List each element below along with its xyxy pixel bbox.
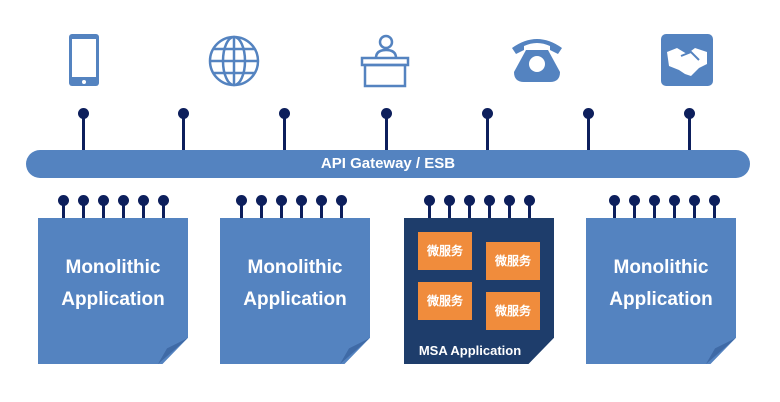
telephone-icon	[512, 39, 562, 82]
app-label: Monolithic	[613, 257, 709, 278]
connector-pin	[178, 108, 189, 150]
microservice: 微服务	[418, 282, 472, 320]
app-label: Application	[61, 289, 165, 310]
globe-icon	[208, 35, 260, 87]
handshake-icon	[661, 34, 713, 86]
microservice: 微服务	[486, 242, 540, 280]
mobile-phone-icon	[69, 34, 99, 86]
connector-pin	[583, 108, 594, 150]
connector-pin	[78, 108, 89, 150]
microservice: 微服务	[418, 232, 472, 270]
app-label: Application	[609, 289, 713, 310]
connector-pin	[684, 108, 695, 150]
msa-app: 微服务 微服务 微服务 微服务 MSA Application	[404, 218, 554, 364]
app-label: Monolithic	[65, 257, 161, 278]
app-label: Application	[243, 289, 347, 310]
microservice: 微服务	[486, 292, 540, 330]
connector-pin	[381, 108, 392, 150]
connector-pin	[279, 108, 290, 150]
service-desk-icon	[360, 34, 410, 88]
msa-label: MSA Application	[418, 343, 522, 358]
connector-pin	[482, 108, 493, 150]
api-gateway-bus: API Gateway / ESB	[26, 150, 750, 178]
app-label: Monolithic	[247, 257, 343, 278]
